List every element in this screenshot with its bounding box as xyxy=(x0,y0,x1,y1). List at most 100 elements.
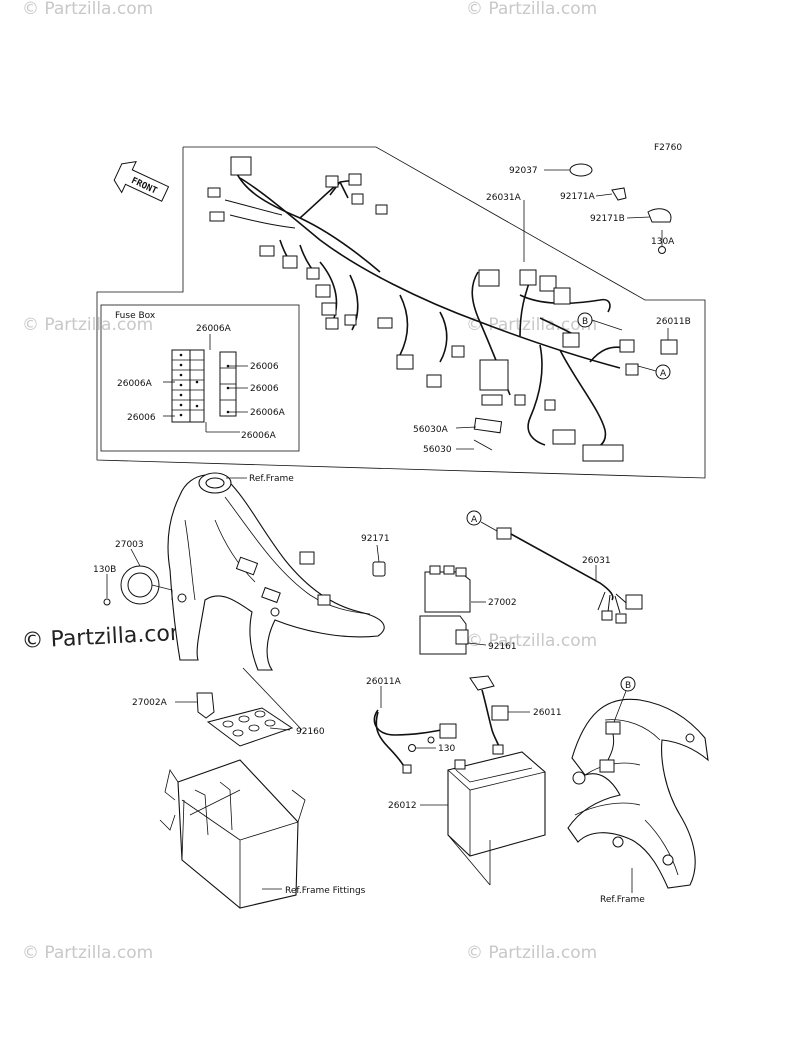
battery-box-leader-lines xyxy=(175,701,291,890)
label-26031: 26031 xyxy=(582,556,611,566)
clamp-92171a xyxy=(611,187,627,201)
connector xyxy=(619,339,635,353)
label-92171: 92171 xyxy=(361,534,390,544)
front-arrow-icon: FRONT xyxy=(113,161,170,202)
label-130b: 130B xyxy=(93,565,116,575)
battery-section xyxy=(373,675,546,886)
terminal-26011 xyxy=(491,705,509,721)
rear-frame-bolt-right xyxy=(662,854,674,866)
label-56030: 56030 xyxy=(423,445,452,455)
ref-marker-a-subharness xyxy=(466,510,482,526)
frame-body xyxy=(167,474,385,671)
cable-26011 xyxy=(481,689,501,753)
bolt-130b xyxy=(103,598,111,606)
harness-connectors xyxy=(207,156,639,462)
connector-ecu-large xyxy=(582,444,624,462)
bolt-130a xyxy=(658,246,666,254)
watermark-top-right: © Partzilla.com xyxy=(466,0,597,19)
ref-marker-a-subharness-label: A xyxy=(471,515,478,525)
connector xyxy=(259,245,275,257)
label-26011a: 26011A xyxy=(366,677,402,687)
label-92160: 92160 xyxy=(296,727,325,737)
fuse-label-right-3: 26006A xyxy=(250,408,286,418)
relay-27002a xyxy=(196,692,215,719)
connector xyxy=(351,193,364,205)
label-56030a: 56030A xyxy=(413,425,449,435)
connector-front-top xyxy=(230,156,252,176)
relay-27002 xyxy=(424,571,471,613)
ref-marker-b-frame xyxy=(620,676,636,692)
watermark-bottom-left: © Partzilla.com xyxy=(22,943,153,963)
label-92161: 92161 xyxy=(488,642,517,652)
watermark-bottom-right: © Partzilla.com xyxy=(466,943,597,963)
connector xyxy=(625,363,639,376)
label-26011b: 26011B xyxy=(656,317,691,327)
watermark-brand: © Partzilla.com xyxy=(21,620,192,654)
connector xyxy=(544,399,556,411)
label-27002a: 27002A xyxy=(132,698,168,708)
connector-26031-end xyxy=(496,527,512,540)
fuse-label-bottom: 26006A xyxy=(241,431,277,441)
ref-marker-a-harness-label: A xyxy=(660,369,667,379)
cable-26011a xyxy=(373,709,453,736)
label-ref-frame-rear: Ref.Frame xyxy=(600,895,645,905)
connector xyxy=(553,287,571,305)
harness-leader-lines xyxy=(455,169,669,450)
fuse-box-inset: Fuse Box 26006A 26006 26006 xyxy=(100,304,300,452)
clamp-92037 xyxy=(569,163,593,177)
battery-box-section xyxy=(159,667,306,909)
connector xyxy=(306,267,320,280)
fuse-label-right-1: 26006 xyxy=(250,362,279,372)
guide-line-bottom xyxy=(447,834,491,886)
connector xyxy=(562,332,580,348)
connector-ecu-small xyxy=(552,429,576,445)
module-leader-lines xyxy=(467,565,597,646)
connector-26031 xyxy=(625,594,643,610)
label-ref-frame-top: Ref.Frame xyxy=(249,474,294,484)
connector xyxy=(377,317,393,329)
connector xyxy=(519,269,537,286)
bolt-130 xyxy=(408,744,416,752)
clip-92171 xyxy=(372,561,386,577)
label-26011: 26011 xyxy=(533,708,562,718)
connector xyxy=(209,211,225,222)
fuse-label-top: 26006A xyxy=(196,324,232,334)
fuse-box-frame xyxy=(100,304,300,452)
connector xyxy=(282,255,298,269)
battery-leader-lines xyxy=(380,686,530,806)
ref-marker-b-frame-label: B xyxy=(625,681,631,691)
rubber-cap-92160 xyxy=(206,707,294,747)
label-130a: 130A xyxy=(651,237,675,247)
ref-marker-b-harness-label: B xyxy=(582,317,588,327)
label-27003: 27003 xyxy=(115,540,144,550)
strip-56030 xyxy=(473,439,493,451)
fuse-box-title: Fuse Box xyxy=(115,311,156,321)
connector xyxy=(539,275,557,292)
relay-bracket xyxy=(481,394,503,406)
watermark-top-left: © Partzilla.com xyxy=(22,0,153,19)
watermark-mid-left: © Partzilla.com xyxy=(22,315,153,335)
connector xyxy=(315,284,331,298)
relay-block xyxy=(479,359,509,391)
main-harness-26031a xyxy=(224,171,626,453)
label-ref-frame-fittings: Ref.Frame Fittings xyxy=(285,886,366,896)
connector xyxy=(348,173,362,186)
terminal-26011a xyxy=(439,723,457,739)
fuse-column-mid xyxy=(189,349,205,423)
label-26031a: 26031A xyxy=(486,193,522,203)
label-92171b: 92171B xyxy=(590,214,625,224)
connector xyxy=(478,269,500,287)
connector xyxy=(375,204,388,215)
watermark-lower-right: © Partzilla.com xyxy=(466,631,597,651)
modules-section: A xyxy=(419,510,643,655)
rear-frame-body xyxy=(567,698,709,889)
connector xyxy=(325,175,339,188)
rear-harness-clip xyxy=(605,721,621,735)
diagram-code: F2760 xyxy=(654,143,682,153)
label-92037: 92037 xyxy=(509,166,538,176)
harness-section-outline xyxy=(96,146,706,479)
label-92171a: 92171A xyxy=(560,192,596,202)
frame-head-tube-bore xyxy=(205,477,225,489)
